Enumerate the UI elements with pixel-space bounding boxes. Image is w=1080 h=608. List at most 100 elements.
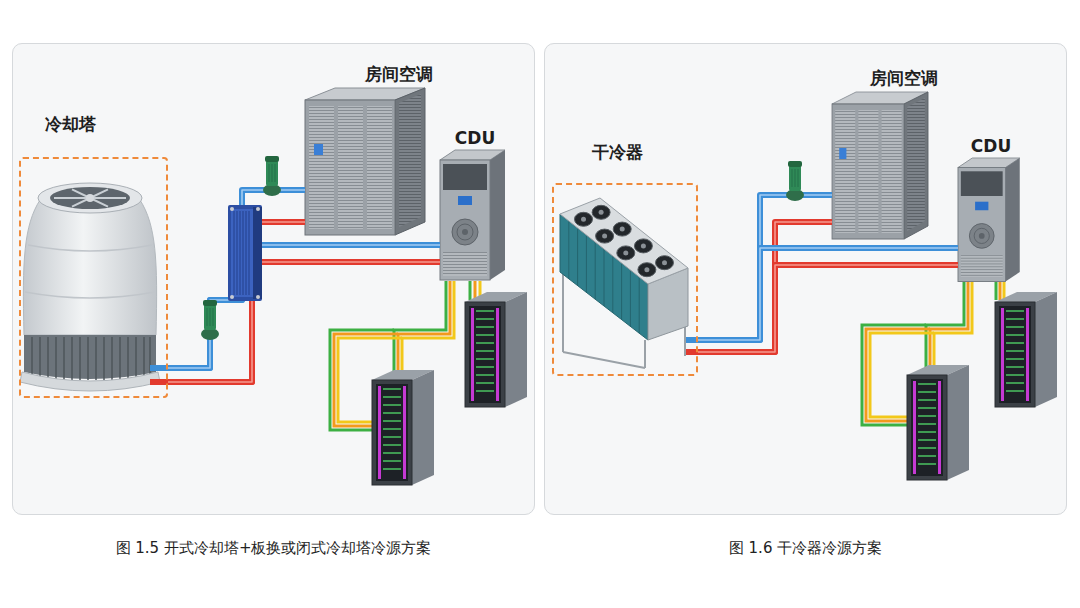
dry-cooler (623, 250, 628, 255)
dry-cooler (560, 198, 688, 368)
pipe-connector (168, 245, 440, 382)
rack-pipes (934, 282, 972, 372)
dashed-outline (552, 183, 698, 376)
dry-cooler (656, 256, 674, 270)
part-label: CDU (440, 128, 510, 148)
pump (266, 160, 278, 186)
dry-cooler (638, 263, 656, 277)
cdu-cabinet (440, 150, 505, 280)
server-rack (372, 370, 434, 485)
dry-cooler (644, 267, 649, 272)
dry-cooler (602, 234, 607, 239)
figure-caption: 图 1.5 开式冷却塔+板换或闭式冷却塔冷源方案 (13, 538, 534, 558)
cdu-cabinet (958, 158, 1020, 282)
server-rack (995, 302, 1035, 407)
cdu: CDU (440, 128, 510, 281)
room-ac: 房间空调 (305, 64, 433, 238)
pump (263, 156, 281, 196)
cdu-cabinet (443, 252, 487, 276)
server-rack (1006, 310, 1024, 398)
part-label: 房间空调 (832, 68, 938, 88)
rack-pipes (398, 281, 450, 378)
pump (788, 161, 802, 167)
part-label: 干冷器 (552, 142, 698, 162)
pipe-stub (150, 365, 168, 371)
dashed-outline (19, 157, 168, 398)
server-rack (505, 292, 527, 407)
pipe-connector (698, 195, 832, 352)
room-ac-unit (832, 92, 928, 239)
pipe (698, 248, 958, 340)
pump (786, 161, 804, 201)
pipe-highlight (168, 190, 305, 368)
cooling-tower (24, 335, 156, 379)
cooling-tower (32, 337, 150, 380)
pipe-highlight (168, 245, 440, 368)
dry-cooler (662, 260, 667, 265)
server-rack (403, 386, 406, 479)
pump (265, 156, 279, 162)
cdu-cabinet (458, 196, 472, 205)
cdu: CDU (958, 136, 1024, 283)
room-ac-unit (395, 88, 425, 235)
cooling-tower-zone: 冷却塔 (19, 114, 168, 398)
server-rack (918, 383, 936, 471)
dry-cooler (634, 239, 652, 253)
dry-cooler (575, 212, 593, 226)
dry-cooler (613, 222, 631, 236)
server-rack (372, 380, 412, 485)
cdu-cabinet (958, 168, 1006, 282)
cdu-cabinet (961, 171, 1003, 196)
figure-caption: 图 1.6 干冷器冷源方案 (545, 538, 1066, 558)
pump (789, 165, 801, 191)
rack-pipes (402, 281, 454, 378)
pipe-stub (150, 379, 168, 385)
room-ac-unit (399, 94, 421, 227)
rack-pipes (995, 282, 998, 300)
server-rack (471, 308, 474, 401)
room-ac-unit (305, 100, 395, 235)
server-rack (907, 365, 969, 480)
cooling-tower (20, 372, 160, 391)
cooling-tower (86, 194, 94, 202)
server-rack (465, 302, 505, 407)
room-ac-unit (338, 106, 363, 229)
pump (201, 300, 219, 340)
dry-cooler (581, 217, 586, 222)
room-ac-unit (367, 106, 392, 229)
room-ac-unit (309, 106, 334, 229)
cdu-cabinet (979, 233, 985, 239)
cooling-tower (50, 187, 130, 209)
cooling-tower (20, 183, 160, 391)
panel-background (544, 43, 1067, 515)
plate-heat-exchanger (234, 211, 249, 295)
server-rack (911, 379, 943, 476)
server-rack (913, 381, 916, 474)
cdu-cabinet (969, 224, 994, 249)
plate-heat-exchanger (231, 209, 253, 297)
room-ac-unit (832, 104, 904, 239)
dry-cooler (560, 198, 688, 284)
room-ac-unit (839, 148, 846, 159)
dry-cooler (592, 205, 610, 219)
server-rack (496, 308, 499, 401)
plate-heat-exchanger (228, 205, 262, 301)
dry-cooler (596, 229, 614, 243)
room-ac-unit (904, 92, 928, 239)
pipe (698, 222, 832, 352)
pump (203, 300, 217, 306)
cdu-cabinet (490, 150, 505, 280)
rack-pipes (469, 281, 472, 300)
part-label: CDU (958, 136, 1024, 156)
room-ac-unit (835, 110, 855, 233)
cooling-tower (54, 189, 126, 206)
server-rack (1026, 308, 1029, 401)
cdu-cabinet (440, 160, 490, 280)
figure-panel: 图 1.5 开式冷却塔+板换或闭式冷却塔冷源方案冷却塔房间空调CDU (12, 43, 535, 515)
part-label: 房间空调 (305, 64, 433, 84)
cdu-cabinet (457, 224, 473, 240)
cooling-tower (23, 200, 156, 335)
pipe-highlight (698, 248, 958, 340)
cdu-cabinet (1006, 158, 1020, 282)
